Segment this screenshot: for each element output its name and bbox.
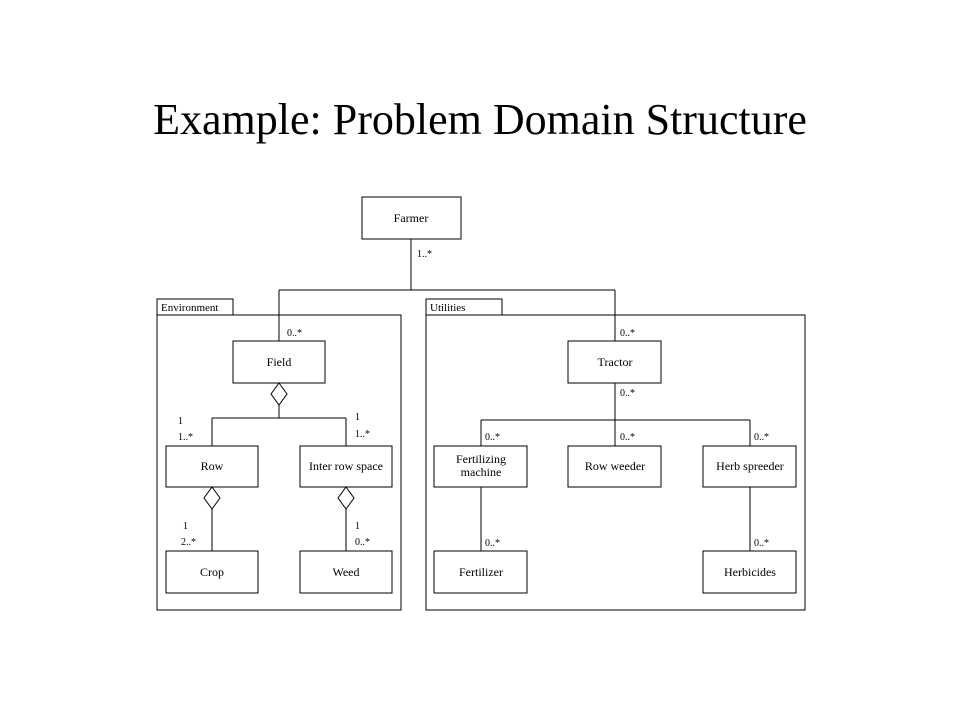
tractor-label: Tractor: [598, 355, 633, 369]
fertilizing-machine-label-2: machine: [461, 465, 502, 479]
field-aggregation-diamond: [270, 382, 288, 406]
multiplicity-fertilizing-machine: 0..*: [485, 432, 500, 443]
multiplicity-field-row-many: 1..*: [178, 432, 193, 443]
slide-title: Example: Problem Domain Structure: [153, 95, 807, 144]
multiplicity-tractor-out: 0..*: [620, 388, 635, 399]
multiplicity-field: 0..*: [287, 328, 302, 339]
fertilizer-label: Fertilizer: [459, 565, 503, 579]
multiplicity-inter-weed-one: 1: [355, 521, 360, 532]
field-aggregation-lines: [211, 405, 347, 446]
inter-aggregation-diamond: [337, 486, 355, 510]
utilities-package-tab: [425, 298, 503, 316]
multiplicity-row-crop-many: 2..*: [181, 537, 196, 548]
multiplicity-field-inter-one: 1: [355, 412, 360, 423]
utilities-package-label: Utilities: [430, 302, 465, 314]
row-aggregation-diamond: [203, 486, 221, 510]
row-label: Row: [201, 459, 224, 473]
multiplicity-inter-weed-many: 0..*: [355, 537, 370, 548]
herb-spreeder-label: Herb spreeder: [716, 459, 784, 473]
inter-row-space-label: Inter row space: [309, 459, 383, 473]
multiplicity-farmer: 1..*: [417, 249, 432, 260]
row-weeder-label: Row weeder: [585, 459, 645, 473]
weed-label: Weed: [332, 565, 359, 579]
crop-label: Crop: [200, 565, 224, 579]
field-label: Field: [267, 355, 292, 369]
farmer-association: [278, 239, 616, 341]
environment-package-tab: [156, 298, 234, 316]
multiplicity-row-weeder: 0..*: [620, 432, 635, 443]
multiplicity-tractor: 0..*: [620, 328, 635, 339]
herbicides-label: Herbicides: [724, 565, 776, 579]
multiplicity-field-inter-many: 1..*: [355, 429, 370, 440]
fertilizing-machine-label-1: Fertilizing: [456, 452, 506, 466]
tractor-association-lines: [480, 383, 751, 446]
farmer-label: Farmer: [394, 211, 429, 225]
multiplicity-field-row-one: 1: [178, 416, 183, 427]
multiplicity-herb-spreeder: 0..*: [754, 432, 769, 443]
multiplicity-row-crop-one: 1: [183, 521, 188, 532]
environment-package-label: Environment: [161, 302, 218, 314]
multiplicity-fertilizer: 0..*: [485, 538, 500, 549]
multiplicity-herbicides: 0..*: [754, 538, 769, 549]
